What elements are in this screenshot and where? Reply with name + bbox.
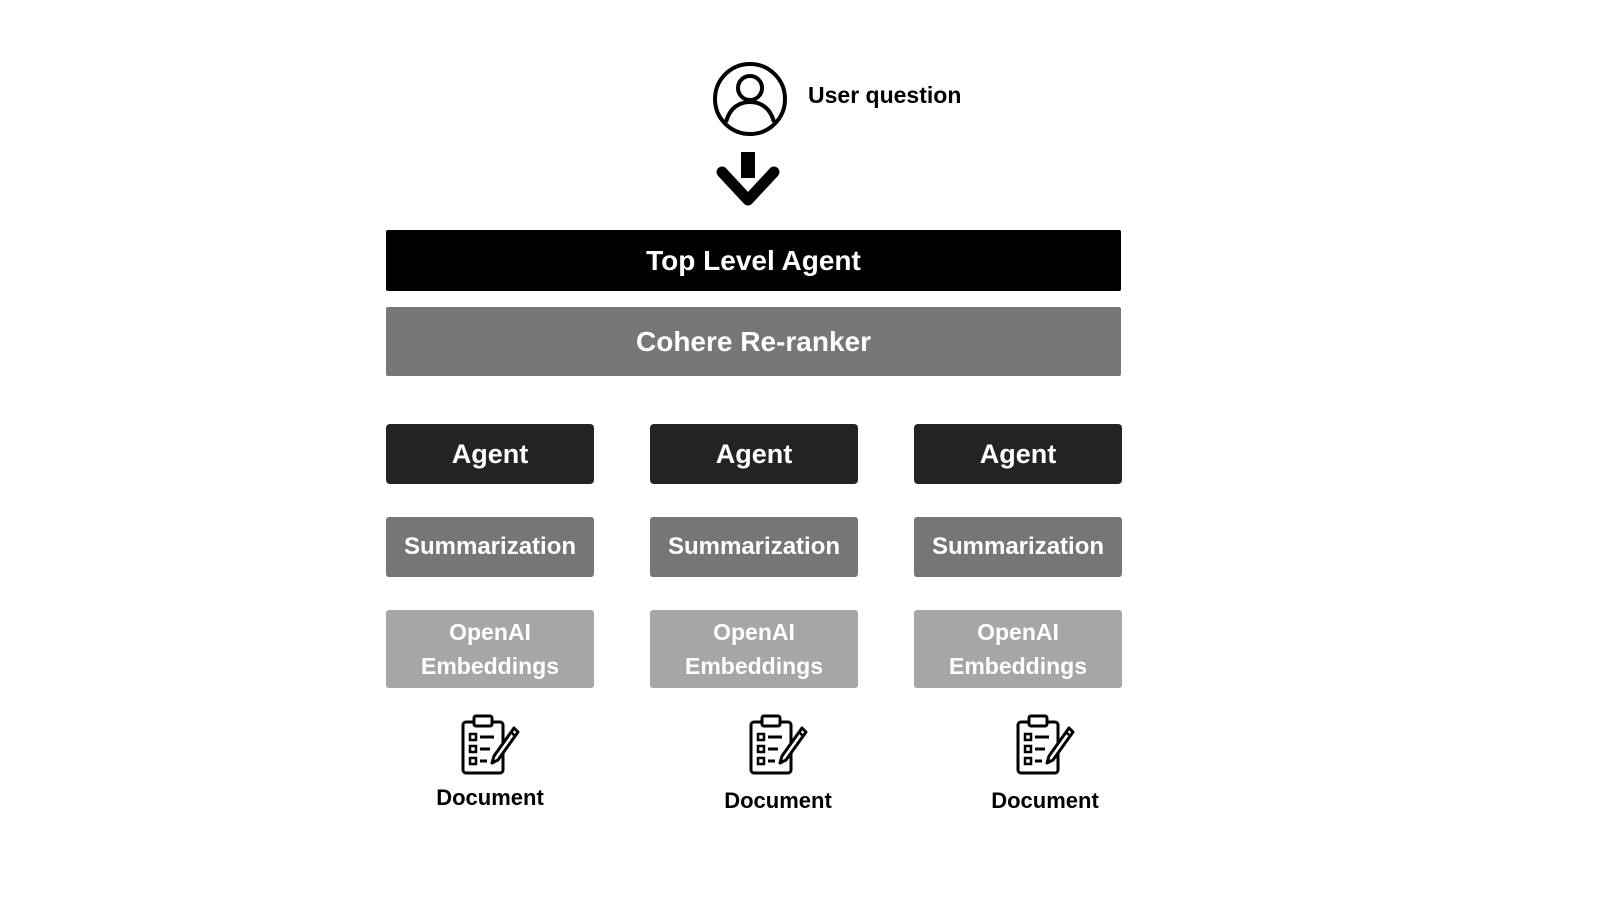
summarization-box-1: Summarization xyxy=(386,517,594,577)
clipboard-checklist-icon xyxy=(749,714,808,775)
agent-box-2: Agent xyxy=(650,424,858,484)
cohere-reranker-box: Cohere Re-ranker xyxy=(386,307,1121,376)
agent-label: Agent xyxy=(451,438,529,469)
summarization-box-2: Summarization xyxy=(650,517,858,577)
top-level-agent-box: Top Level Agent xyxy=(386,230,1121,291)
embeddings-label-line1: OpenAI xyxy=(713,619,795,645)
summarization-label: Summarization xyxy=(403,533,577,560)
document-label-2: Document xyxy=(724,788,832,813)
embeddings-label-line2: Embeddings xyxy=(684,653,823,679)
agent-label: Agent xyxy=(715,438,793,469)
summarization-box-3: Summarization xyxy=(914,517,1122,577)
document-label-3: Document xyxy=(991,788,1099,813)
summarization-label: Summarization xyxy=(667,533,841,560)
clipboard-checklist-icon xyxy=(461,714,520,775)
user-question-label: User question xyxy=(808,82,962,108)
document-label-1: Document xyxy=(436,785,544,810)
arrow-down-icon xyxy=(716,152,780,206)
clipboard-checklist-icon xyxy=(1016,714,1075,775)
agent-label: Agent xyxy=(979,438,1057,469)
cohere-reranker-label: Cohere Re-ranker xyxy=(636,325,871,357)
openai-embeddings-box-2: OpenAI Embeddings xyxy=(650,610,858,688)
agent-box-3: Agent xyxy=(914,424,1122,484)
top-level-agent-label: Top Level Agent xyxy=(646,244,861,276)
user-icon xyxy=(713,62,787,136)
embeddings-label-line1: OpenAI xyxy=(449,619,531,645)
summarization-label: Summarization xyxy=(931,533,1105,560)
embeddings-label-line1: OpenAI xyxy=(977,619,1059,645)
openai-embeddings-box-1: OpenAI Embeddings xyxy=(386,610,594,688)
agent-box-1: Agent xyxy=(386,424,594,484)
embeddings-label-line2: Embeddings xyxy=(948,653,1087,679)
embeddings-label-line2: Embeddings xyxy=(420,653,559,679)
openai-embeddings-box-3: OpenAI Embeddings xyxy=(914,610,1122,688)
